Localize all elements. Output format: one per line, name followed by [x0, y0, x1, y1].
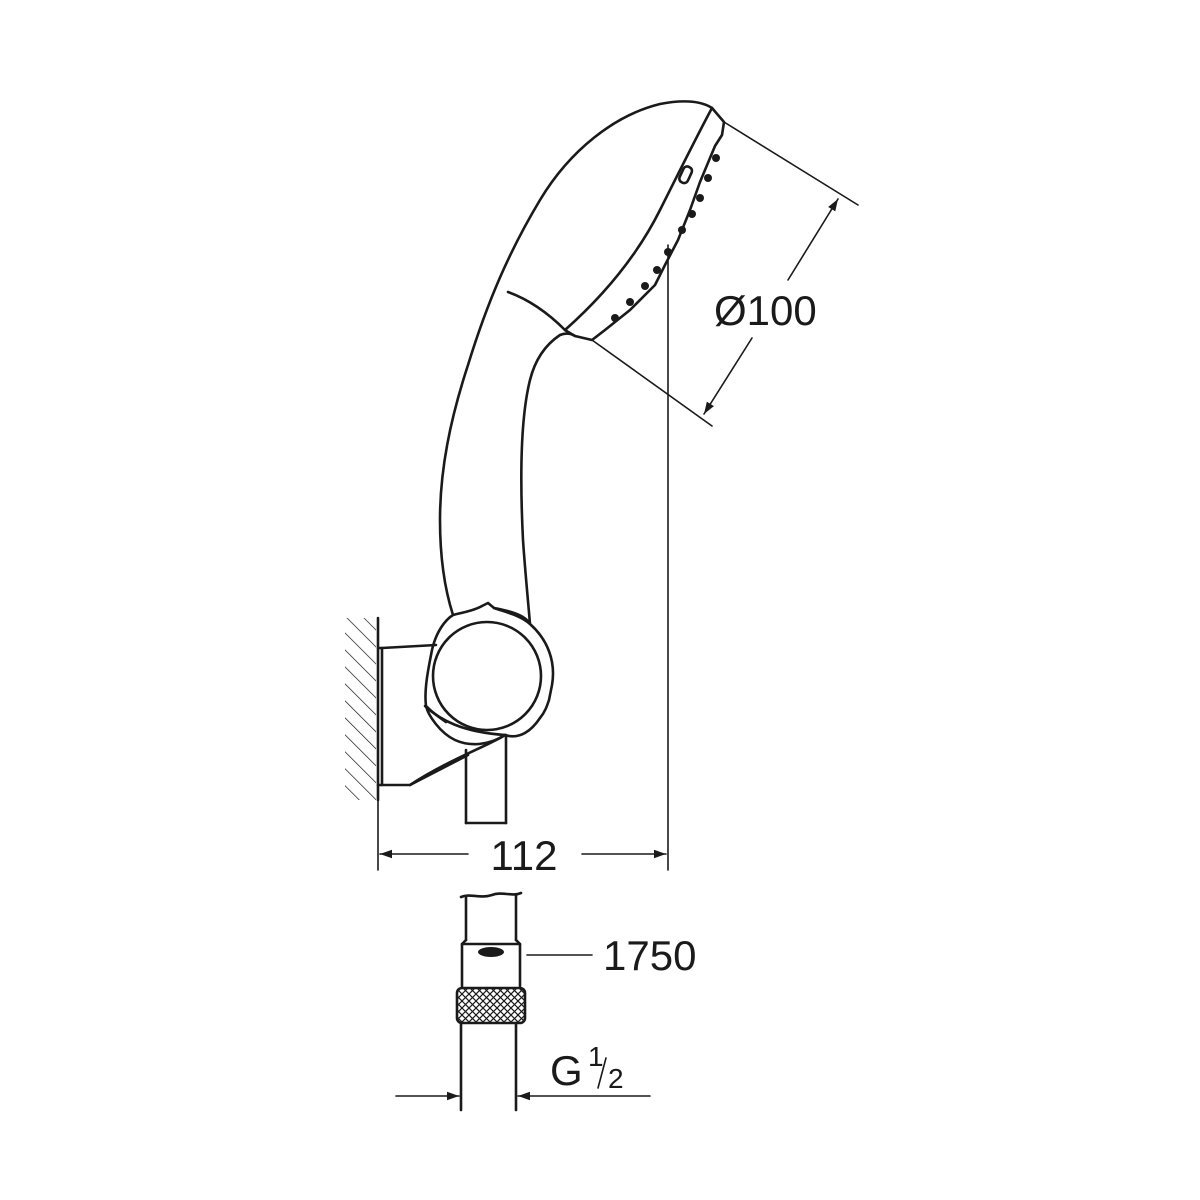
diameter-extension-bottom — [591, 339, 713, 427]
thread-label-denominator: 2 — [608, 1063, 624, 1094]
thread-fraction-slash — [597, 1057, 607, 1089]
wall-bracket — [376, 643, 507, 787]
hose-break-line — [459, 891, 523, 899]
projection-label: 112 — [491, 832, 558, 879]
wall — [345, 616, 380, 802]
holder-knob — [424, 601, 555, 746]
diameter-dim-line-lower — [703, 337, 753, 415]
handle-seam-line — [506, 290, 567, 332]
hose-ferrule — [460, 938, 522, 988]
diameter-extension-top — [723, 121, 859, 206]
hose-length-label: 1750 — [603, 932, 696, 979]
spray-face-inner-edge — [563, 106, 714, 332]
diameter-label: Ø100 — [714, 287, 817, 334]
knob-housing-outline — [424, 601, 555, 746]
handle-inner-contour — [492, 332, 577, 626]
hand-shower — [438, 100, 726, 626]
hose-end — [455, 891, 527, 1112]
handle-outer-contour — [438, 100, 714, 617]
projection-dimension: 112 — [379, 832, 667, 879]
thread-label-letter: G — [550, 1047, 583, 1094]
knob-circle — [431, 620, 543, 732]
hose-length-callout: 1750 — [526, 932, 696, 979]
thread-dimension: G 1 2 — [395, 1041, 651, 1101]
diameter-dim-line-upper — [787, 198, 839, 281]
hose-stub — [464, 733, 508, 825]
bracket-top-edge — [376, 643, 438, 650]
ferrule-marking — [478, 947, 504, 957]
wall-hatching — [345, 618, 376, 800]
spray-mode-indicator — [678, 165, 694, 185]
diameter-dimension: Ø100 — [591, 121, 859, 427]
thread-label-numerator: 1 — [588, 1041, 604, 1072]
knurled-nut — [455, 986, 527, 1025]
spray-nozzles — [611, 154, 720, 322]
